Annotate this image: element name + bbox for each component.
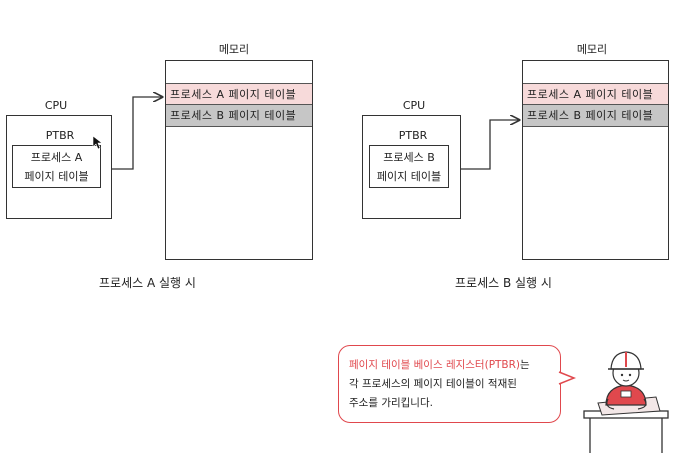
ptbr-value-line1: 프로세스 B (383, 151, 435, 164)
caption-left: 프로세스 A 실행 시 (99, 276, 196, 290)
callout-line2: 각 프로세스의 페이지 테이블이 적재된 (349, 378, 517, 390)
ptbr-register-left: 프로세스 A 페이지 테이블 (12, 145, 101, 188)
caption-right: 프로세스 B 실행 시 (455, 276, 552, 290)
ptbr-value-line2: 페이지 테이블 (376, 170, 442, 183)
arrow-right (448, 120, 519, 170)
callout-highlight: 페이지 테이블 베이스 레지스터(PTBR) (349, 359, 521, 371)
worker-at-desk-illustration (583, 351, 669, 453)
memory-row-process-a-left: 프로세스 A 페이지 테이블 (166, 83, 312, 105)
memory-row-process-b-left: 프로세스 B 페이지 테이블 (166, 105, 312, 127)
arrow-left (100, 97, 162, 170)
mouse-cursor-icon (92, 135, 103, 150)
callout-line1: 페이지 테이블 베이스 레지스터(PTBR)는 (349, 356, 550, 375)
ptbr-value-line1: 프로세스 A (30, 151, 83, 164)
cpu-label-left: CPU (44, 99, 68, 112)
ptbr-value-line2: 페이지 테이블 (24, 170, 89, 183)
memory-box-left: 프로세스 A 페이지 테이블 프로세스 B 페이지 테이블 (165, 60, 313, 260)
ptbr-label-right: PTBR (398, 129, 428, 142)
callout-bubble: 페이지 테이블 베이스 레지스터(PTBR)는 각 프로세스의 페이지 테이블이… (338, 345, 561, 423)
memory-row-process-a-right: 프로세스 A 페이지 테이블 (523, 83, 668, 105)
memory-row-process-b-right: 프로세스 B 페이지 테이블 (523, 105, 668, 127)
memory-label-right: 메모리 (576, 43, 608, 56)
callout-line3: 주소를 가리킵니다. (349, 397, 433, 409)
ptbr-label-left: PTBR (45, 129, 75, 142)
cpu-label-right: CPU (402, 99, 426, 112)
memory-label-left: 메모리 (218, 43, 250, 56)
callout-tail (558, 371, 577, 385)
memory-box-right: 프로세스 A 페이지 테이블 프로세스 B 페이지 테이블 (522, 60, 669, 260)
callout-line1-rest: 는 (520, 359, 530, 371)
ptbr-register-right: 프로세스 B 페이지 테이블 (369, 145, 449, 188)
